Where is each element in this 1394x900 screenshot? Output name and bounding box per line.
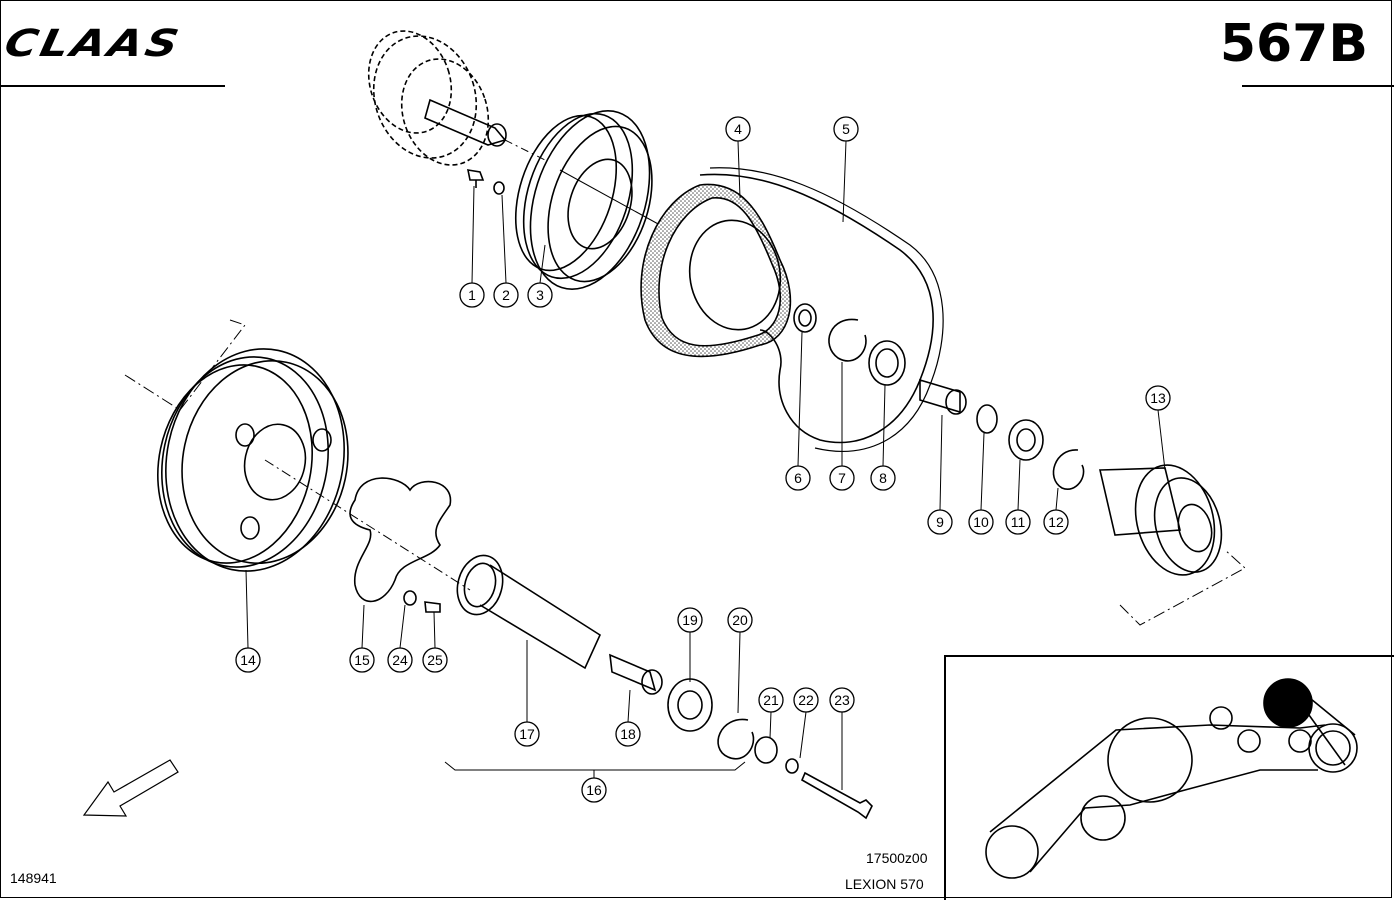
callout-23: 23 (829, 687, 855, 713)
callout-8: 8 (870, 465, 896, 491)
callout-4: 4 (725, 116, 751, 142)
callout-label: 24 (392, 652, 408, 668)
callout-label: 22 (798, 692, 814, 708)
inset-small-idler-2 (1237, 729, 1261, 753)
callout-label: 3 (536, 287, 544, 303)
model-name: LEXION 570 (845, 876, 924, 892)
bolt-part-23 (800, 771, 873, 820)
bearing-part-8 (868, 340, 906, 386)
callout-label: 14 (240, 652, 256, 668)
callout-12: 12 (1043, 509, 1069, 535)
callout-24: 24 (387, 647, 413, 673)
sheet-number-underline (1242, 85, 1394, 87)
bolt-part-25 (424, 601, 441, 613)
callout-label: 11 (1011, 514, 1026, 530)
seal-part-10 (976, 404, 998, 434)
callout-15: 15 (349, 647, 375, 673)
callout-9: 9 (927, 509, 953, 535)
drive-belt-part-4 (640, 183, 792, 358)
bearing-part-19 (667, 678, 713, 732)
spacer-sleeve-part-9 (919, 378, 967, 415)
direction-arrow-icon (82, 759, 179, 817)
pulley-part-14 (124, 319, 471, 591)
callout-5: 5 (833, 116, 859, 142)
callout-18: 18 (615, 721, 641, 747)
callout-25: 25 (422, 647, 448, 673)
flywheel-shaft (424, 98, 546, 161)
callout-label: 13 (1150, 390, 1166, 406)
callout-13: 13 (1145, 385, 1171, 411)
bolt-part-1 (466, 169, 485, 188)
flex-coupling-part-15 (349, 477, 452, 603)
circlip-part-20 (717, 718, 755, 760)
inset-small-idler-3 (1288, 729, 1312, 753)
callout-label: 6 (794, 470, 802, 486)
assembly-bracket-16 (444, 761, 746, 771)
callout-14: 14 (235, 647, 261, 673)
inset-small-idler-1 (1209, 706, 1233, 730)
callout-label: 25 (427, 652, 443, 668)
circlip-part-7 (828, 318, 867, 362)
pulley-part-3 (514, 110, 661, 290)
callout-label: 18 (620, 726, 636, 742)
hub-part-13 (1099, 464, 1246, 626)
inset-idler-pulley-lower (1080, 795, 1126, 841)
belt-cover-part-5 (699, 167, 944, 452)
callout-1: 1 (459, 282, 485, 308)
callout-20: 20 (727, 607, 753, 633)
callout-label: 2 (502, 287, 510, 303)
callout-17: 17 (514, 721, 540, 747)
callout-label: 19 (682, 612, 698, 628)
leader-lines (245, 140, 1166, 790)
callout-6: 6 (785, 465, 811, 491)
inset-highlighted-pulley (1263, 678, 1313, 728)
stub-shaft-part-18 (609, 653, 663, 695)
washer-part-24 (403, 590, 417, 606)
callout-21: 21 (758, 687, 784, 713)
document-id: 148941 (10, 870, 57, 886)
callout-label: 10 (973, 514, 989, 530)
seal-part-6 (793, 303, 817, 333)
drive-shaft-part-17 (456, 554, 602, 670)
callout-label: 8 (879, 470, 887, 486)
washer-part-2 (493, 181, 505, 195)
belt-routing-inset (944, 655, 1394, 900)
callout-2: 2 (493, 282, 519, 308)
sheet-number: 567B (1219, 14, 1368, 74)
callout-10: 10 (968, 509, 994, 535)
callout-3: 3 (527, 282, 553, 308)
callout-7: 7 (829, 465, 855, 491)
callout-label: 20 (732, 612, 748, 628)
circlip-part-12 (1052, 449, 1085, 490)
callout-label: 9 (936, 514, 944, 530)
engine-flywheel-phantom (367, 30, 490, 166)
cover-part-21 (754, 736, 778, 764)
callout-label: 4 (734, 121, 742, 137)
drawing-number: 17500z00 (866, 850, 928, 866)
callout-11: 11 (1005, 509, 1031, 535)
callout-label: 17 (519, 726, 535, 742)
washer-part-22 (785, 758, 799, 774)
bearing-part-11 (1008, 419, 1044, 461)
callout-label: 1 (468, 287, 476, 303)
inset-drive-pulley (985, 825, 1039, 879)
inset-output-pulley (1308, 723, 1358, 773)
callout-22: 22 (793, 687, 819, 713)
callout-label: 16 (586, 782, 602, 798)
callout-label: 7 (838, 470, 846, 486)
inset-main-pulley (1107, 717, 1193, 803)
callout-label: 15 (354, 652, 370, 668)
logo-underline (0, 85, 225, 87)
callout-16: 16 (581, 777, 607, 803)
callout-label: 23 (834, 692, 850, 708)
callout-label: 21 (763, 692, 779, 708)
callout-label: 5 (842, 121, 850, 137)
callout-19: 19 (677, 607, 703, 633)
callout-label: 12 (1048, 514, 1064, 530)
